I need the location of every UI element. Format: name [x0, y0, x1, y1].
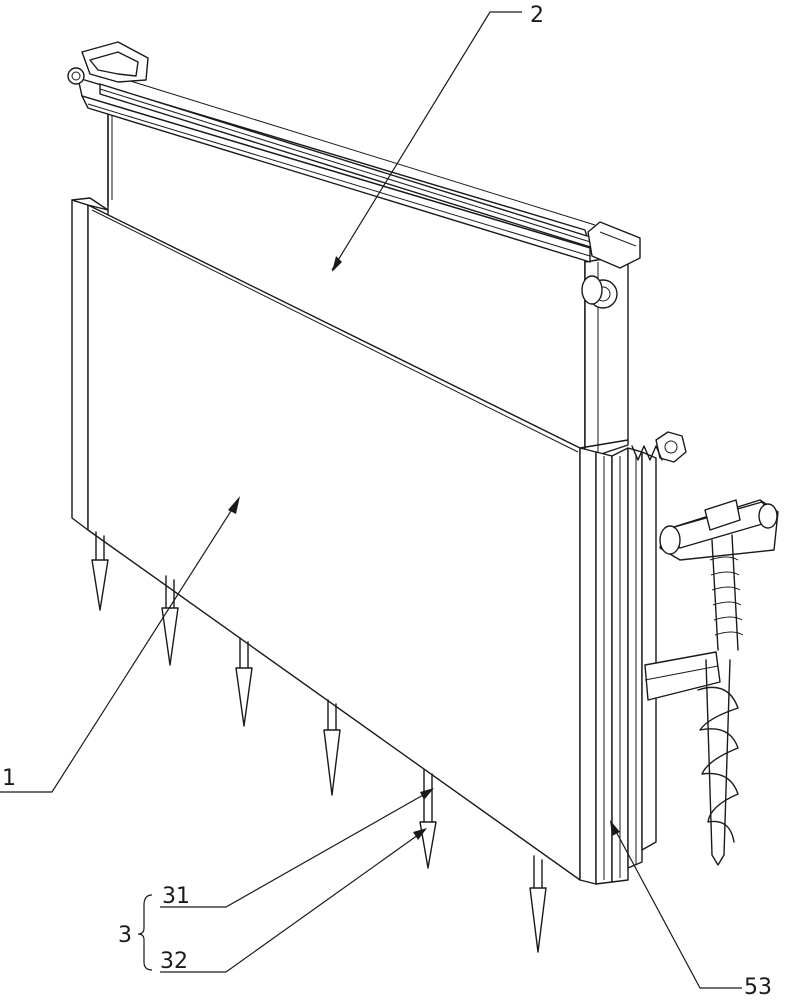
label-32: 32 — [160, 949, 188, 974]
label-53: 53 — [744, 975, 772, 1000]
label-2: 2 — [530, 3, 544, 28]
screw-anchor — [645, 500, 778, 865]
left-bracket — [68, 42, 148, 84]
label-31: 31 — [162, 884, 190, 909]
label-3: 3 — [118, 923, 132, 948]
label-1: 1 — [2, 766, 16, 791]
